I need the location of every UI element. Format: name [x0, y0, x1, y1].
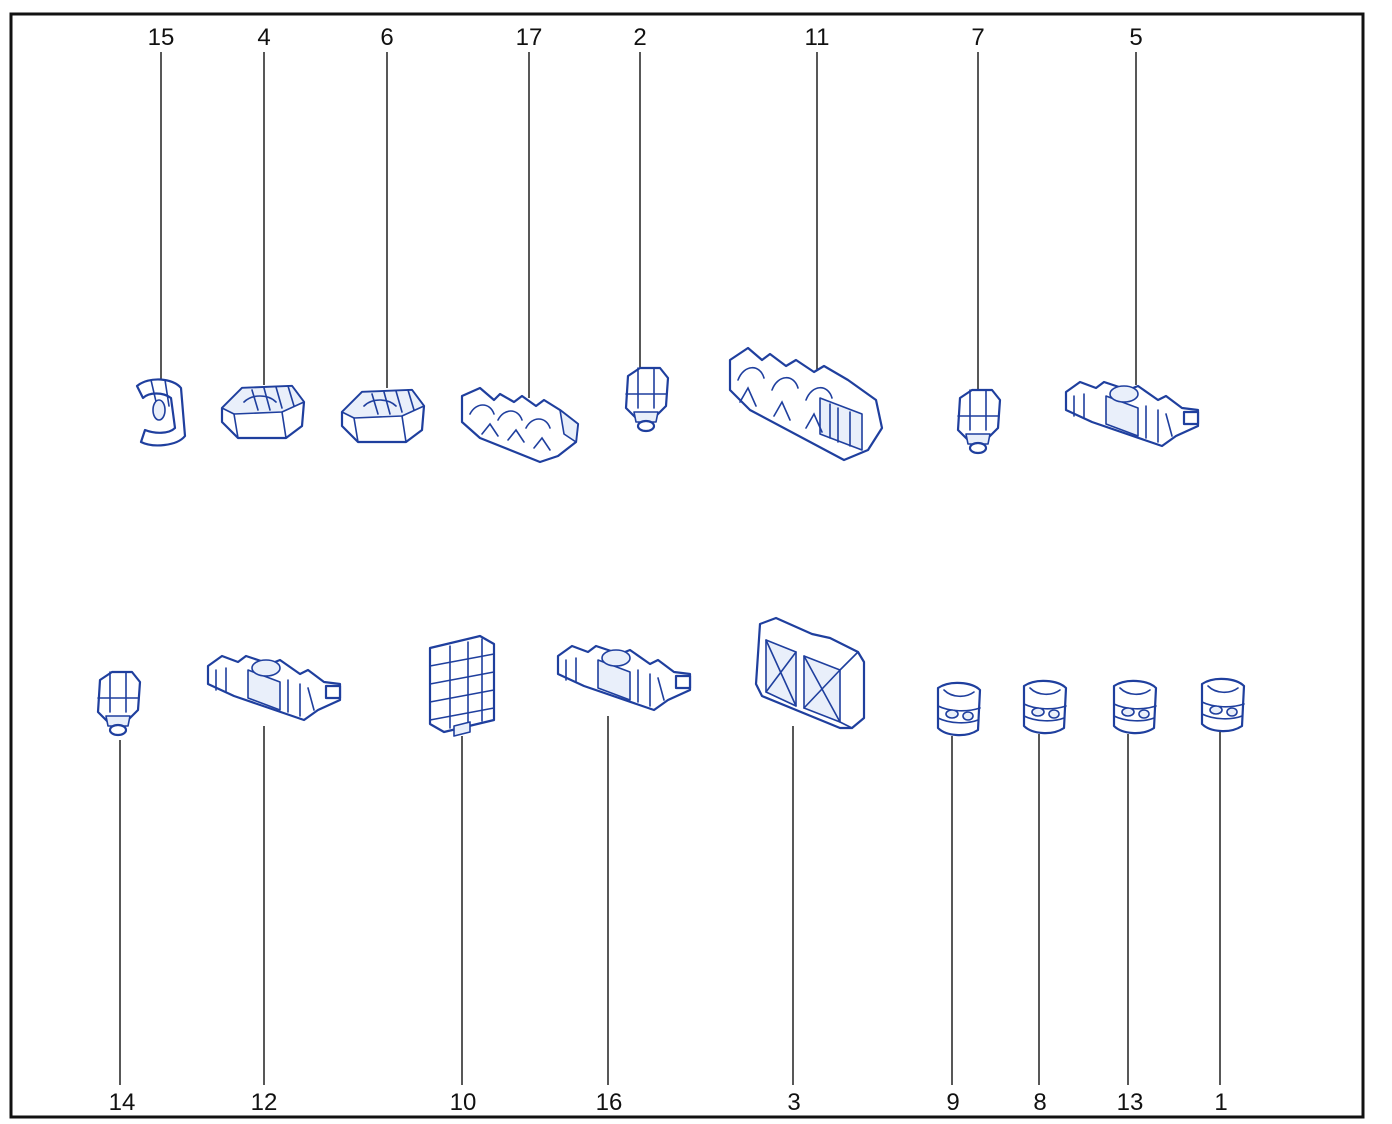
part-10-stacked-clip — [428, 634, 496, 738]
part-1-ring-clip — [1200, 677, 1246, 733]
callout-2: 2 — [624, 24, 670, 433]
part-7-push-clip — [956, 388, 1002, 455]
callout-3: 3 — [754, 616, 866, 1116]
part-5-pipe-clip-with-bracket — [1064, 380, 1200, 448]
callout-4: 4 — [220, 24, 306, 440]
callout-14: 14 — [96, 670, 142, 1116]
part-2-push-clip — [624, 366, 670, 433]
callout-label: 3 — [787, 1089, 800, 1116]
callout-label: 2 — [633, 24, 646, 51]
callout-label: 4 — [257, 24, 270, 51]
callout-label: 14 — [109, 1089, 136, 1116]
callout-1: 1 — [1200, 677, 1246, 1116]
callout-7: 7 — [956, 24, 1002, 455]
part-3-large-pipe-clip — [754, 616, 866, 730]
part-17-triple-pipe-clip — [460, 386, 580, 464]
callout-label: 16 — [596, 1089, 623, 1116]
part-16-pipe-clip-with-bracket — [556, 644, 692, 712]
part-4-cable-clip — [220, 384, 306, 440]
callout-16: 16 — [556, 644, 692, 1116]
callout-label: 13 — [1117, 1089, 1144, 1116]
part-12-pipe-clip-with-bracket — [206, 654, 342, 722]
part-6-cable-clip — [340, 388, 426, 444]
callout-label: 6 — [380, 24, 393, 51]
diagram-frame — [9, 12, 1365, 1119]
callout-12: 12 — [206, 654, 342, 1116]
callout-label: 8 — [1033, 1089, 1046, 1116]
callout-11: 11 — [728, 24, 884, 462]
part-8-ring-clip — [1022, 679, 1068, 735]
callout-label: 17 — [516, 24, 543, 51]
callout-8: 8 — [1022, 679, 1068, 1116]
part-13-ring-clip — [1112, 679, 1158, 735]
callout-10: 10 — [428, 634, 496, 1116]
callout-label: 5 — [1129, 24, 1142, 51]
callout-9: 9 — [936, 681, 982, 1116]
part-11-quad-pipe-clip — [728, 346, 884, 462]
callout-15: 15 — [135, 24, 187, 447]
callout-label: 10 — [450, 1089, 477, 1116]
callout-5: 5 — [1064, 24, 1200, 448]
part-9-ring-clip — [936, 681, 982, 737]
callout-label: 1 — [1214, 1089, 1227, 1116]
callout-label: 15 — [148, 24, 175, 51]
part-14-push-clip — [96, 670, 142, 737]
callout-label: 9 — [946, 1089, 959, 1116]
callout-6: 6 — [340, 24, 426, 444]
callout-label: 12 — [251, 1089, 278, 1116]
callout-label: 7 — [971, 24, 984, 51]
callout-17: 17 — [460, 24, 580, 464]
part-15-spring-clip — [135, 378, 187, 447]
callout-13: 13 — [1112, 679, 1158, 1116]
callout-label: 11 — [805, 24, 830, 51]
